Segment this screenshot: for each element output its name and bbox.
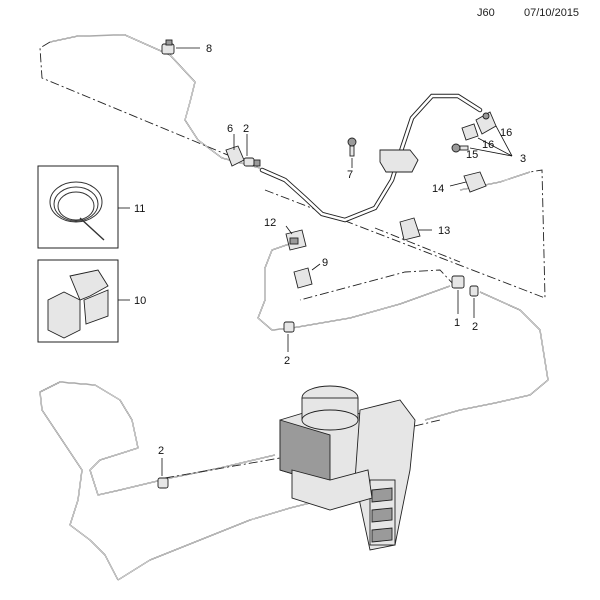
union-part-1 — [451, 275, 465, 289]
callout-16-lower: 16 — [482, 139, 494, 151]
upper-brake-pipe — [49, 34, 261, 169]
callout-13: 13 — [438, 225, 450, 237]
callout-8: 8 — [206, 43, 212, 55]
abs-modulator-unit — [279, 385, 416, 551]
diagram-code: J60 — [477, 7, 495, 19]
callout-7: 7 — [347, 169, 353, 181]
callout-12: 12 — [264, 217, 276, 229]
sensor-part-8 — [161, 39, 175, 55]
callout-labels: 8 6 2 7 16 16 15 3 14 11 12 13 9 10 1 2 … — [134, 43, 526, 457]
callout-10: 10 — [134, 295, 146, 307]
brake-hose — [259, 93, 483, 223]
connector-parts-16 — [461, 111, 497, 141]
callout-9: 9 — [322, 257, 328, 269]
right-brake-pipe — [424, 171, 549, 421]
callout-2-right: 2 — [472, 321, 478, 333]
bolt-part-15 — [451, 143, 469, 153]
bracket-part-hose — [379, 149, 419, 173]
brake-pipes — [39, 34, 549, 581]
callout-15: 15 — [466, 149, 478, 161]
clip-part-14 — [463, 171, 487, 193]
callout-2-middle: 2 — [284, 355, 290, 367]
fitting-part-2-middle — [283, 321, 295, 333]
inset-pipe-clip — [37, 259, 119, 343]
callout-14: 14 — [432, 183, 444, 195]
inset-pipe-coil — [37, 165, 119, 249]
callout-11: 11 — [134, 203, 145, 215]
bottom-brake-pipe — [117, 497, 331, 581]
callout-1: 1 — [454, 317, 460, 329]
callout-2-lower: 2 — [158, 445, 164, 457]
callout-2-upper: 2 — [243, 123, 249, 135]
callout-6: 6 — [227, 123, 233, 135]
callout-3: 3 — [520, 153, 526, 165]
bolt-part-7 — [347, 137, 357, 157]
leader-lines — [118, 47, 513, 476]
diagram-date: 07/10/2015 — [524, 7, 580, 19]
fitting-part-2-right — [469, 285, 479, 297]
callout-16-upper: 16 — [500, 127, 512, 139]
clip-part-13 — [399, 217, 421, 241]
clip-part-12 — [285, 229, 307, 251]
clip-part-9 — [293, 267, 313, 289]
fitting-part-2-lower — [157, 477, 169, 489]
fitting-part-2-upper — [243, 157, 261, 167]
